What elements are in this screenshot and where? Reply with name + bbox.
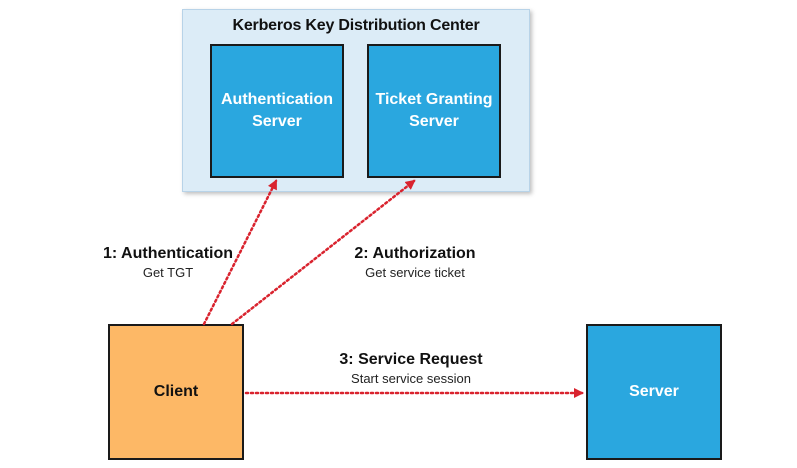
authentication-server-label: Authentication Server xyxy=(221,91,333,130)
step-authentication-label: 1: Authentication Get TGT xyxy=(88,244,248,281)
step-service-request-label: 3: Service Request Start service session xyxy=(326,350,496,387)
step-authentication-subtitle: Get TGT xyxy=(142,265,194,280)
step-authorization-label: 2: Authorization Get service ticket xyxy=(340,244,490,281)
step-authorization-title: 2: Authorization xyxy=(354,245,476,262)
kdc-title: Kerberos Key Distribution Center xyxy=(232,17,480,34)
client-box: Client xyxy=(108,324,244,460)
client-label: Client xyxy=(153,383,199,400)
step-authentication-title: 1: Authentication xyxy=(102,245,234,262)
authentication-arrow xyxy=(202,179,278,326)
authorization-arrow xyxy=(230,179,416,326)
authentication-server-box: Authentication Server xyxy=(210,44,344,178)
server-box: Server xyxy=(586,324,722,460)
step-service-request-title: 3: Service Request xyxy=(339,351,483,368)
ticket-granting-server-box: Ticket Granting Server xyxy=(367,44,501,178)
server-label: Server xyxy=(629,383,679,400)
ticket-granting-server-label: Ticket Granting Server xyxy=(375,91,493,130)
step-service-request-subtitle: Start service session xyxy=(351,371,471,386)
step-authorization-subtitle: Get service ticket xyxy=(365,265,465,280)
